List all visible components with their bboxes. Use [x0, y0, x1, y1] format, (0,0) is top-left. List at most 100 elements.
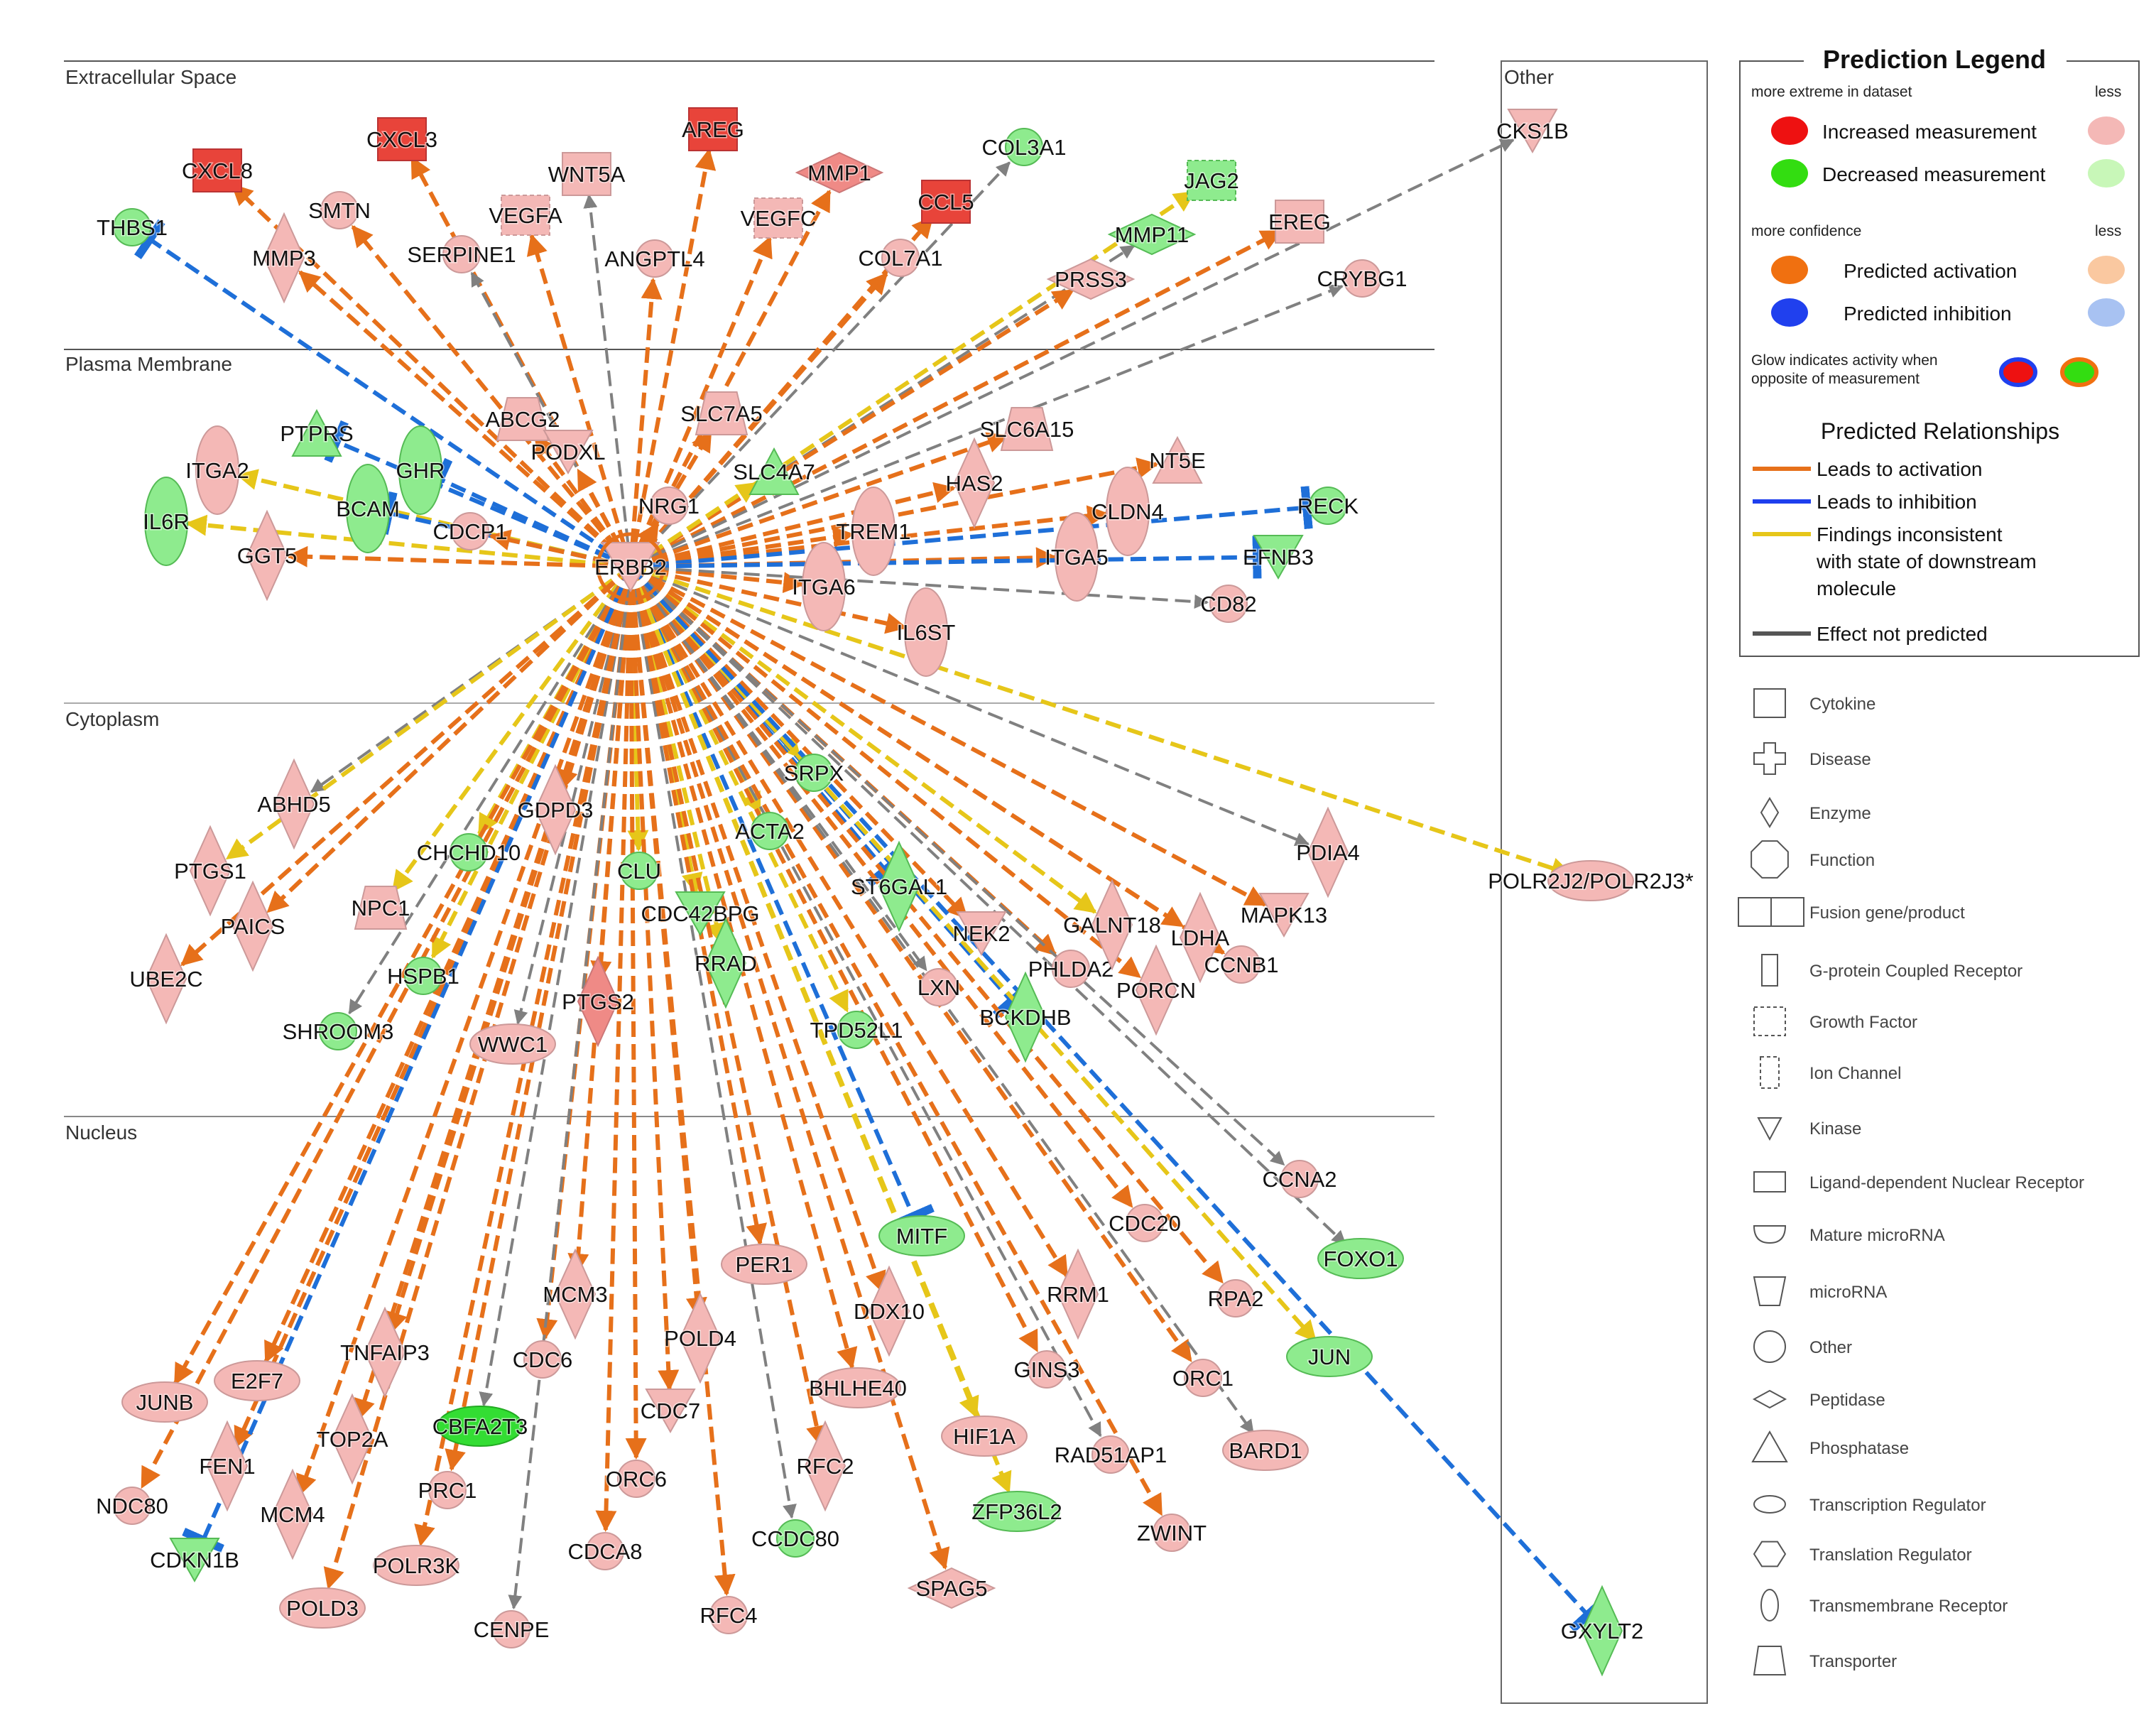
- node-ldha[interactable]: LDHA: [1170, 891, 1231, 984]
- node-pold3[interactable]: POLD3: [279, 1587, 366, 1629]
- node-vegfa[interactable]: VEGFA: [488, 195, 564, 236]
- node-col7a1[interactable]: COL7A1: [857, 239, 944, 277]
- node-reck[interactable]: RECK: [1296, 487, 1360, 525]
- node-junb[interactable]: JUNB: [121, 1381, 208, 1423]
- node-itga2[interactable]: ITGA2: [185, 425, 250, 515]
- node-rad51ap1[interactable]: RAD51AP1: [1053, 1435, 1168, 1474]
- node-ggt5[interactable]: GGT5: [236, 509, 298, 602]
- node-npc1[interactable]: NPC1: [350, 886, 411, 930]
- node-acta2[interactable]: ACTA2: [734, 812, 805, 850]
- node-il6st[interactable]: IL6ST: [895, 587, 957, 677]
- node-ddx10[interactable]: DDX10: [853, 1265, 925, 1357]
- node-shroom3[interactable]: SHROOM3: [281, 1012, 395, 1050]
- node-slc6a15[interactable]: SLC6A15: [979, 407, 1075, 451]
- node-e2f7[interactable]: E2F7: [214, 1360, 300, 1401]
- node-serpine1[interactable]: SERPINE1: [406, 235, 517, 273]
- node-ptgs2[interactable]: PTGS2: [561, 955, 635, 1048]
- node-polr2j2[interactable]: POLR2J2/POLR2J3*: [1487, 860, 1694, 901]
- node-zwint[interactable]: ZWINT: [1136, 1514, 1208, 1552]
- node-itga5[interactable]: ITGA5: [1044, 512, 1109, 602]
- node-lxn[interactable]: LXN: [916, 968, 962, 1006]
- node-bard1[interactable]: BARD1: [1222, 1430, 1309, 1471]
- node-clu[interactable]: CLU: [616, 852, 663, 890]
- node-phlda2[interactable]: PHLDA2: [1027, 950, 1115, 988]
- node-cxcl3[interactable]: CXCL3: [366, 117, 438, 161]
- node-orc6[interactable]: ORC6: [604, 1460, 668, 1498]
- node-crybg1[interactable]: CRYBG1: [1316, 259, 1408, 298]
- node-ptprs[interactable]: PTPRS: [279, 408, 354, 457]
- node-nek2[interactable]: NEK2: [952, 911, 1011, 957]
- node-bhlhe40[interactable]: BHLHE40: [808, 1367, 908, 1408]
- node-cbfa2t3[interactable]: CBFA2T3: [431, 1406, 529, 1447]
- node-mmp3[interactable]: MMP3: [251, 212, 317, 304]
- node-paics[interactable]: PAICS: [219, 880, 286, 972]
- node-slc7a5[interactable]: SLC7A5: [680, 391, 763, 435]
- node-rrad[interactable]: RRAD: [694, 917, 758, 1009]
- node-cdc7[interactable]: CDC7: [639, 1389, 702, 1434]
- node-gins3[interactable]: GINS3: [1013, 1350, 1081, 1389]
- node-cenpe[interactable]: CENPE: [472, 1610, 550, 1648]
- node-slc4a7[interactable]: SLC4A7: [732, 447, 816, 495]
- node-ccdc80[interactable]: CCDC80: [750, 1519, 841, 1558]
- node-pdia4[interactable]: PDIA4: [1295, 806, 1361, 898]
- node-chchd10[interactable]: CHCHD10: [415, 833, 522, 871]
- node-smtn[interactable]: SMTN: [307, 191, 371, 229]
- node-itga6[interactable]: ITGA6: [791, 542, 856, 631]
- node-mcm3[interactable]: MCM3: [542, 1248, 609, 1340]
- node-cd82[interactable]: CD82: [1199, 585, 1258, 623]
- node-ccna2[interactable]: CCNA2: [1261, 1160, 1338, 1198]
- node-ghr[interactable]: GHR: [395, 425, 446, 515]
- node-mcm4[interactable]: MCM4: [259, 1468, 326, 1560]
- node-jun[interactable]: JUN: [1286, 1336, 1373, 1377]
- node-ccnb1[interactable]: CCNB1: [1203, 945, 1280, 984]
- node-has2[interactable]: HAS2: [944, 437, 1004, 529]
- node-col3a1[interactable]: COL3A1: [981, 128, 1067, 166]
- node-angptl4[interactable]: ANGPTL4: [604, 239, 706, 278]
- node-st6gal1[interactable]: ST6GAL1: [849, 840, 949, 933]
- node-wnt5a[interactable]: WNT5A: [547, 152, 626, 196]
- node-ndc80[interactable]: NDC80: [95, 1487, 169, 1525]
- node-top2a[interactable]: TOP2A: [315, 1393, 389, 1485]
- node-cdc6[interactable]: CDC6: [511, 1340, 574, 1379]
- node-rfc2[interactable]: RFC2: [795, 1420, 855, 1512]
- node-porcn[interactable]: PORCN: [1116, 944, 1197, 1036]
- node-il6r[interactable]: IL6R: [142, 477, 190, 566]
- node-mmp11[interactable]: MMP11: [1107, 213, 1197, 256]
- node-cdc20[interactable]: CDC20: [1108, 1204, 1182, 1242]
- node-hspb1[interactable]: HSPB1: [386, 957, 460, 995]
- node-areg[interactable]: AREG: [681, 107, 745, 151]
- node-abhd5[interactable]: ABHD5: [256, 758, 332, 850]
- node-foxo1[interactable]: FOXO1: [1317, 1238, 1404, 1279]
- node-mapk13[interactable]: MAPK13: [1239, 893, 1329, 938]
- node-spag5[interactable]: SPAG5: [907, 1567, 996, 1609]
- node-zfp36l2[interactable]: ZFP36L2: [971, 1491, 1063, 1532]
- node-hif1a[interactable]: HIF1A: [941, 1416, 1028, 1457]
- node-bcam[interactable]: BCAM: [335, 464, 401, 553]
- node-gxylt2[interactable]: GXYLT2: [1559, 1585, 1645, 1677]
- node-polr3k[interactable]: POLR3K: [371, 1545, 461, 1586]
- node-cks1b[interactable]: CKS1B: [1496, 109, 1569, 154]
- node-ube2c[interactable]: UBE2C: [129, 933, 204, 1025]
- node-jag2[interactable]: JAG2: [1183, 160, 1240, 201]
- node-rpa2[interactable]: RPA2: [1207, 1279, 1265, 1318]
- node-tnfaip3[interactable]: TNFAIP3: [339, 1306, 430, 1398]
- node-vegfc[interactable]: VEGFC: [739, 197, 817, 239]
- node-efnb3[interactable]: EFNB3: [1242, 535, 1314, 580]
- node-podxl[interactable]: PODXL: [530, 430, 606, 475]
- node-fen1[interactable]: FEN1: [198, 1420, 256, 1512]
- node-cxcl8[interactable]: CXCL8: [181, 148, 254, 192]
- node-orc1[interactable]: ORC1: [1171, 1359, 1235, 1397]
- node-nrg1[interactable]: NRG1: [637, 487, 701, 525]
- node-cdca8[interactable]: CDCA8: [567, 1532, 643, 1570]
- node-ereg[interactable]: EREG: [1268, 200, 1332, 244]
- node-prss3[interactable]: PRSS3: [1046, 258, 1136, 300]
- node-mmp1[interactable]: MMP1: [795, 151, 884, 194]
- node-rfc4[interactable]: RFC4: [699, 1596, 758, 1634]
- node-cdc42bpg[interactable]: CDC42BPG: [640, 891, 761, 937]
- node-srpx[interactable]: SRPX: [783, 754, 845, 792]
- node-nt5e[interactable]: NT5E: [1148, 435, 1207, 484]
- node-per1[interactable]: PER1: [721, 1244, 807, 1285]
- node-mitf[interactable]: MITF: [878, 1215, 965, 1256]
- node-prc1[interactable]: PRC1: [417, 1471, 478, 1509]
- node-wwc1[interactable]: WWC1: [469, 1023, 556, 1065]
